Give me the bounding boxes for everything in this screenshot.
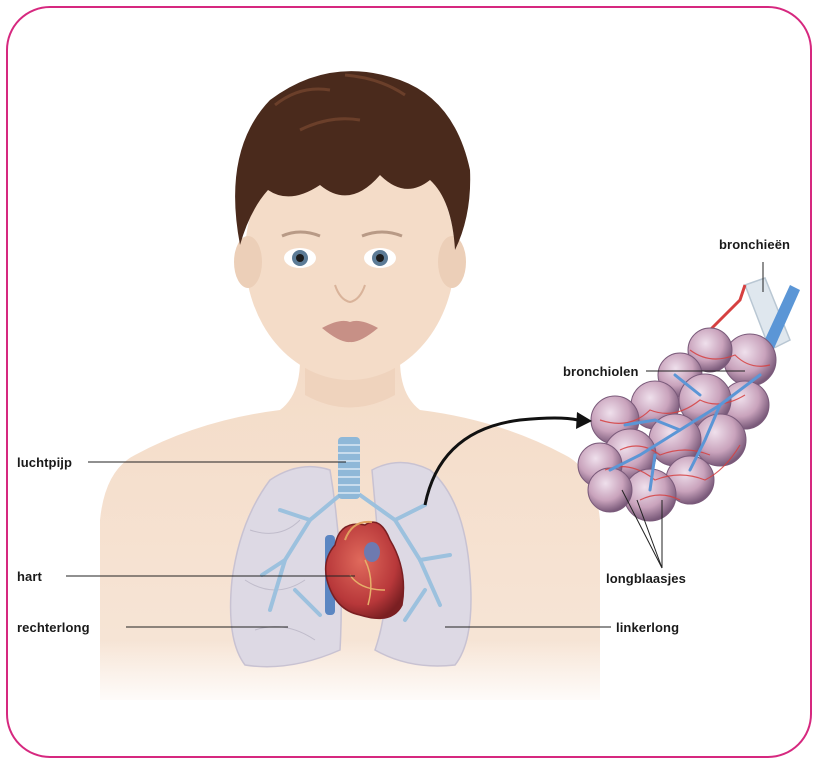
child-head [234, 71, 470, 380]
child-body [90, 330, 610, 710]
trachea [338, 437, 360, 499]
label-left-lung: linkerlong [616, 620, 679, 635]
alveoli-cluster [578, 278, 800, 521]
label-bronchioles: bronchiolen [563, 364, 639, 379]
label-bronchi: bronchieën [719, 237, 790, 252]
label-trachea: luchtpijp [17, 455, 72, 470]
label-heart: hart [17, 569, 42, 584]
label-alveoli: longblaasjes [606, 571, 686, 586]
label-right-lung: rechterlong [17, 620, 90, 635]
